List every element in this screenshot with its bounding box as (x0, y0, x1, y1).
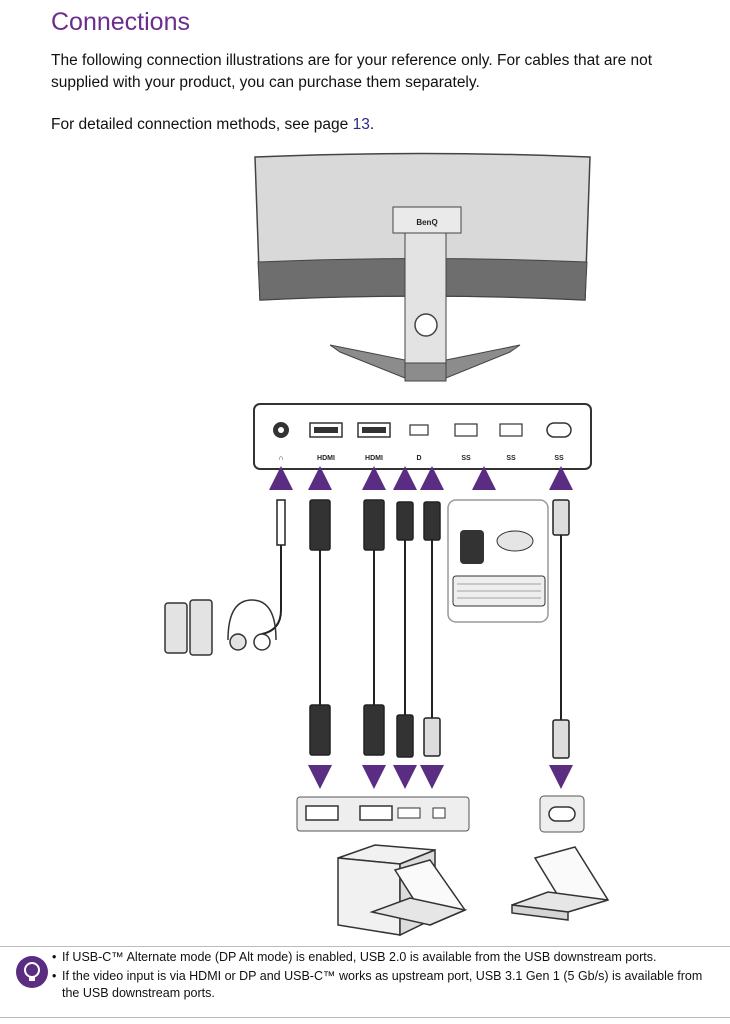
note-box: If USB-C™ Alternate mode (DP Alt mode) i… (0, 946, 730, 1018)
intro-paragraph: The following connection illustrations a… (51, 52, 653, 91)
page-link[interactable]: 13 (352, 116, 370, 133)
note-item: If the video input is via HDMI or DP and… (52, 968, 722, 1002)
pc-port-panel (296, 796, 470, 832)
see-prefix: For detailed connection methods, see pag… (51, 116, 353, 133)
displayport-port-icon (409, 424, 429, 436)
desktop-pc-icon (337, 844, 468, 937)
usb-c-port-icon (546, 422, 572, 438)
lightbulb-icon (16, 956, 48, 988)
connection-illustration: BenQ ∩ HDMI HDMI D SS SS SS (164, 152, 610, 937)
brand-logo: BenQ (416, 218, 437, 227)
laptop-icon (511, 846, 610, 921)
see-suffix: . (369, 116, 375, 133)
usb-peripherals-box (447, 499, 549, 623)
cable-connectors (276, 499, 570, 759)
hdmi-label: HDMI (365, 455, 383, 462)
upstream-arrows (269, 466, 573, 490)
svg-text:D: D (416, 455, 421, 462)
speakers-headphones-icon (164, 599, 277, 656)
mouse-icon (496, 530, 534, 552)
laptop-port-panel (539, 795, 585, 833)
usb-ss-label: SS (554, 455, 564, 462)
notes-list: If USB-C™ Alternate mode (DP Alt mode) i… (52, 949, 722, 1004)
page-title: Connections (51, 8, 190, 36)
usb-ss-label: SS (506, 455, 516, 462)
usb-a-port-icon (499, 423, 523, 437)
downstream-arrows (308, 765, 573, 789)
see-page-reference: For detailed connection methods, see pag… (51, 116, 374, 134)
note-item: If USB-C™ Alternate mode (DP Alt mode) i… (52, 949, 722, 966)
usb-flash-drive-icon (460, 530, 484, 564)
svg-text:∩: ∩ (278, 455, 283, 462)
port-panel: ∩ HDMI HDMI D SS SS SS (253, 403, 592, 470)
cables (261, 535, 562, 720)
hdmi-label: HDMI (317, 455, 335, 462)
usb-ss-label: SS (461, 455, 471, 462)
usb-a-port-icon (454, 423, 478, 437)
monitor-back: BenQ (254, 152, 591, 382)
